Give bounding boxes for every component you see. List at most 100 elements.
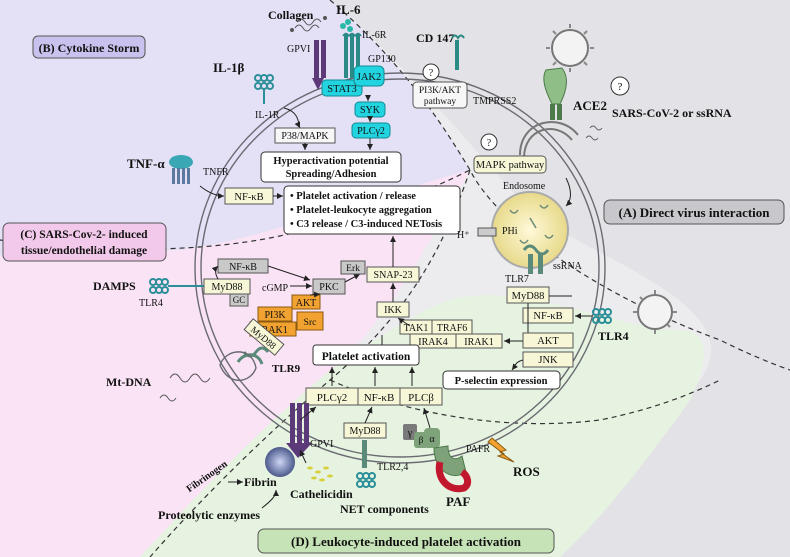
tlr4-left-label: TLR4: [139, 298, 163, 309]
il6-ligand-icon: [340, 19, 353, 32]
paf-label: PAF: [446, 494, 470, 509]
section-c-box: (C) SARS-Cov-2- induced tissue/endotheli…: [2, 222, 167, 262]
hyperactivation-box: [260, 151, 402, 183]
hyperactivation-line2: Spreading/Adhesion: [286, 169, 377, 180]
section-b-title: (B) Cytokine Storm: [39, 41, 140, 55]
myd88-left-label: MyD88: [211, 282, 242, 293]
outcome-aggregation: • Platelet-leukocyte aggregation: [290, 205, 432, 216]
tnfa-label: TNF-α: [127, 156, 165, 171]
mapk-pathway-node: [473, 155, 547, 174]
myd88-right-label: MyD88: [512, 291, 545, 302]
akt-right-label: AKT: [537, 336, 559, 347]
ace2-question: ?: [618, 81, 623, 93]
gpvi-bottom-label: GPVI: [310, 439, 333, 450]
platelet-activation-box: [312, 344, 420, 366]
plcg2-top-label: PLCγ2: [357, 126, 385, 137]
jak2-node: [353, 65, 385, 87]
proteolytic-label: Proteolytic enzymes: [158, 508, 260, 522]
collagen-label: Collagen: [268, 8, 314, 22]
erk-node: [340, 260, 366, 275]
gp130-label: GP130: [368, 54, 396, 65]
outcome-activation-release: • Platelet activation / release: [290, 191, 416, 202]
jnk-node: [522, 351, 574, 368]
fibrin-clot-icon: [265, 447, 295, 477]
mapk-pathway-label: MAPK pathway: [476, 160, 545, 171]
tlr7-receptor-icon: [522, 244, 550, 274]
section-a-title: (A) Direct virus interaction: [618, 205, 770, 220]
ssrna-label: ssRNA: [553, 261, 583, 272]
cd147-question: ?: [429, 68, 434, 79]
gpvi-top-receptor-icon: [312, 40, 326, 90]
ace2-receptor-icon: [543, 67, 567, 120]
ikk-label: IKK: [384, 305, 403, 316]
tnfr-receptor-icon: [169, 155, 193, 184]
membrane-invagination-icon: [219, 351, 257, 382]
il6-label: IL-6: [336, 2, 361, 17]
collagen-fibers-icon: [290, 16, 327, 32]
irak1-right-label: IRAK1: [464, 337, 493, 348]
cathelicidin-label: Cathelicidin: [290, 487, 353, 501]
nfkb-right-node: [522, 307, 574, 324]
tlr4-left-receptor-icon: [149, 278, 204, 294]
erk-label: Erk: [346, 264, 360, 274]
myd88-bottom-label: MyD88: [349, 426, 380, 437]
section-a-box: (A) Direct virus interaction: [603, 199, 785, 225]
ros-label: ROS: [513, 464, 540, 479]
gamma-label: γ: [407, 428, 413, 439]
cd147-question-icon: [422, 63, 440, 81]
section-d-title: (D) Leukocyte-induced platelet activatio…: [291, 534, 522, 549]
mapk-question: ?: [487, 138, 492, 149]
proton-label: H⁺: [457, 230, 470, 241]
src-node: [296, 311, 324, 331]
pkc-label: PKC: [319, 282, 339, 293]
p38-mapk-label: P38/MAPK: [281, 131, 329, 142]
ssrna-fragments-icon: [585, 125, 603, 141]
plcg2-bottom-label: PLCγ2: [317, 392, 348, 404]
outcome-c3-netosis: • C3 release / C3-induced NETosis: [290, 219, 442, 230]
section-c-title-line1: (C) SARS-Cov-2- induced: [20, 229, 148, 241]
endosome-label: Endosome: [503, 181, 546, 192]
pi3k-label: PI3K: [264, 310, 286, 321]
plcb-node: [399, 387, 443, 406]
hyperactivation-line1: Hyperactivation potential: [273, 156, 388, 167]
nfkb-top-label: NF-κB: [234, 192, 263, 203]
il6r-label: IL-6R: [362, 30, 387, 41]
beta-label: β: [419, 435, 424, 445]
gc-label: GC: [233, 295, 246, 305]
pi3k-akt-pathway-line1: PI3K/AKT: [419, 86, 461, 96]
pselectin-box: [442, 370, 561, 390]
pi3k-node: [257, 306, 293, 322]
mtdna-strand-icon: [159, 373, 211, 402]
sars-virus-right-icon: [633, 290, 677, 334]
src-label: Src: [304, 318, 317, 328]
plcb-label: PLCβ: [408, 392, 434, 404]
tlr4-right-receptor-icon: [592, 308, 612, 324]
nfkb-left-label: NF-κB: [229, 262, 257, 273]
section-c-title-line2: tissue/endothelial damage: [21, 245, 147, 257]
ace2-label: ACE2: [573, 98, 607, 113]
cd147-receptor-icon: [451, 34, 465, 70]
ph-label: PHi: [502, 226, 518, 237]
syk-label: SYK: [360, 105, 381, 116]
cathelicidin-particles-icon: [307, 466, 333, 482]
il1b-label: IL-1β: [213, 60, 245, 75]
platelet-outcomes-box: [283, 185, 461, 235]
damps-label: DAMPS: [93, 279, 136, 293]
irak4-label: IRAK4: [418, 337, 447, 348]
virus-entry-icon: [519, 121, 579, 159]
tlr9-receptor-icon: [236, 346, 270, 365]
il6r-gp130-receptor-icon: [342, 32, 362, 78]
mapk-question-icon: [480, 133, 498, 151]
nfkb-bottom-label: NF-κB: [364, 392, 395, 404]
pafr-label: PAFR: [466, 444, 490, 455]
alpha-label: α: [429, 434, 435, 445]
tak1-label: TAK1: [404, 323, 429, 334]
section-d-box: (D) Leukocyte-induced platelet activatio…: [257, 528, 555, 554]
pi3k-akt-pathway-line2: pathway: [424, 97, 456, 107]
plcg2-top-node: [351, 122, 391, 139]
tnfr-label: TNFR: [203, 167, 229, 178]
sars-virus-top-icon: [546, 24, 594, 72]
myd88-left-node: [203, 278, 251, 295]
snap23-label: SNAP-23: [374, 270, 413, 281]
pi3k-akt-pathway-node: [412, 81, 468, 109]
